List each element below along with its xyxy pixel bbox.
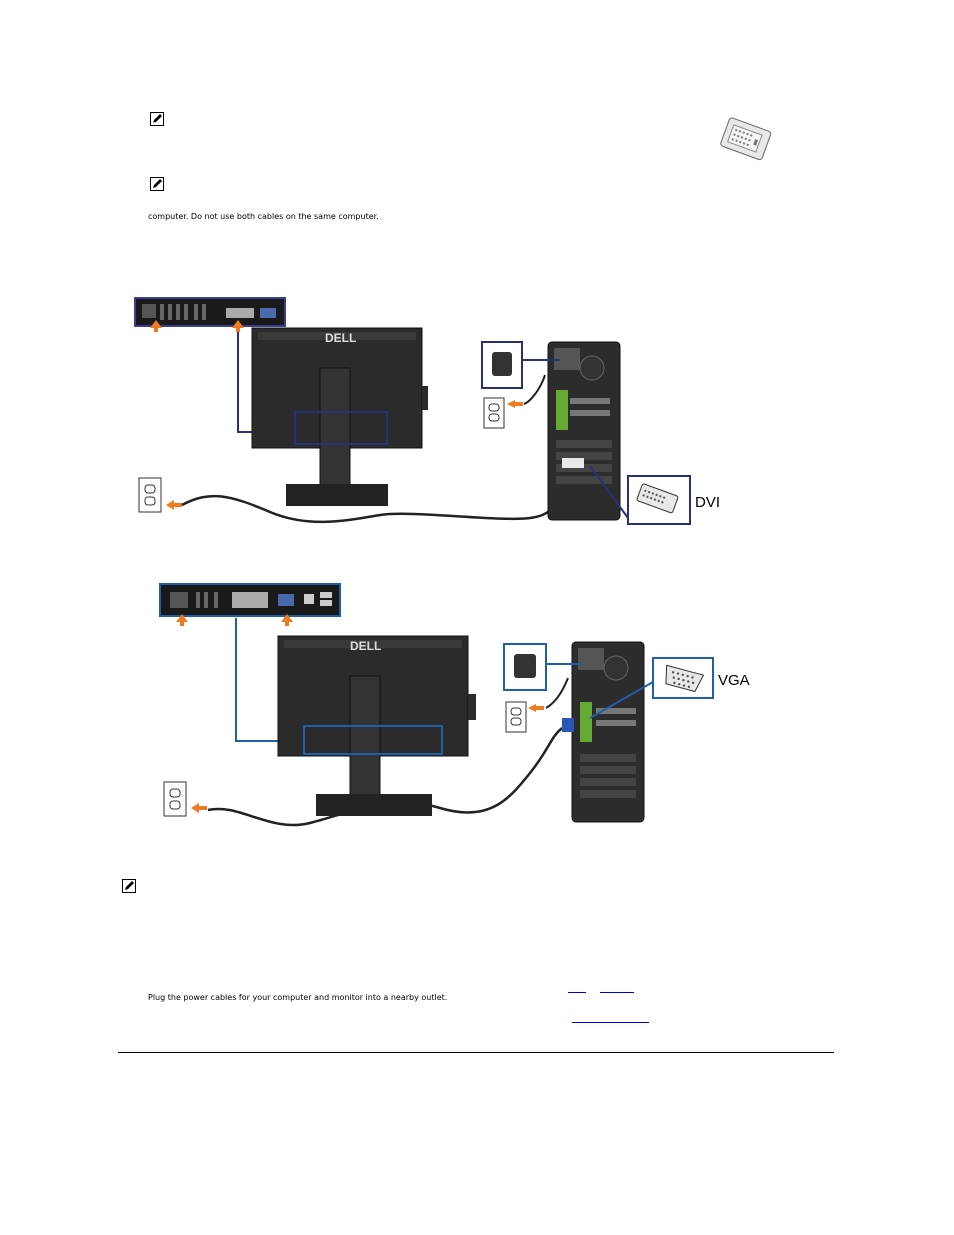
vga-label: VGA [718,672,750,689]
note-pencil-icon [122,879,136,893]
dvi-label: DVI [695,494,720,511]
dvi-connection-diagram: DELL [120,290,740,540]
cables-paragraph: computer. Do not use both cables on the … [148,212,648,222]
dvi-connector-icon [715,110,777,172]
dell-logo: DELL [325,331,356,345]
note-pencil-icon [150,177,164,191]
note-pencil-icon [150,112,164,126]
power-step-text: Plug the power cables for your computer … [148,993,548,1003]
horizontal-rule [118,1052,834,1053]
link-underline[interactable] [600,992,634,993]
link-underline[interactable] [572,1022,649,1023]
vga-connection-diagram: DELL [150,578,750,828]
link-underline[interactable] [568,992,586,993]
dell-logo: DELL [350,639,381,653]
